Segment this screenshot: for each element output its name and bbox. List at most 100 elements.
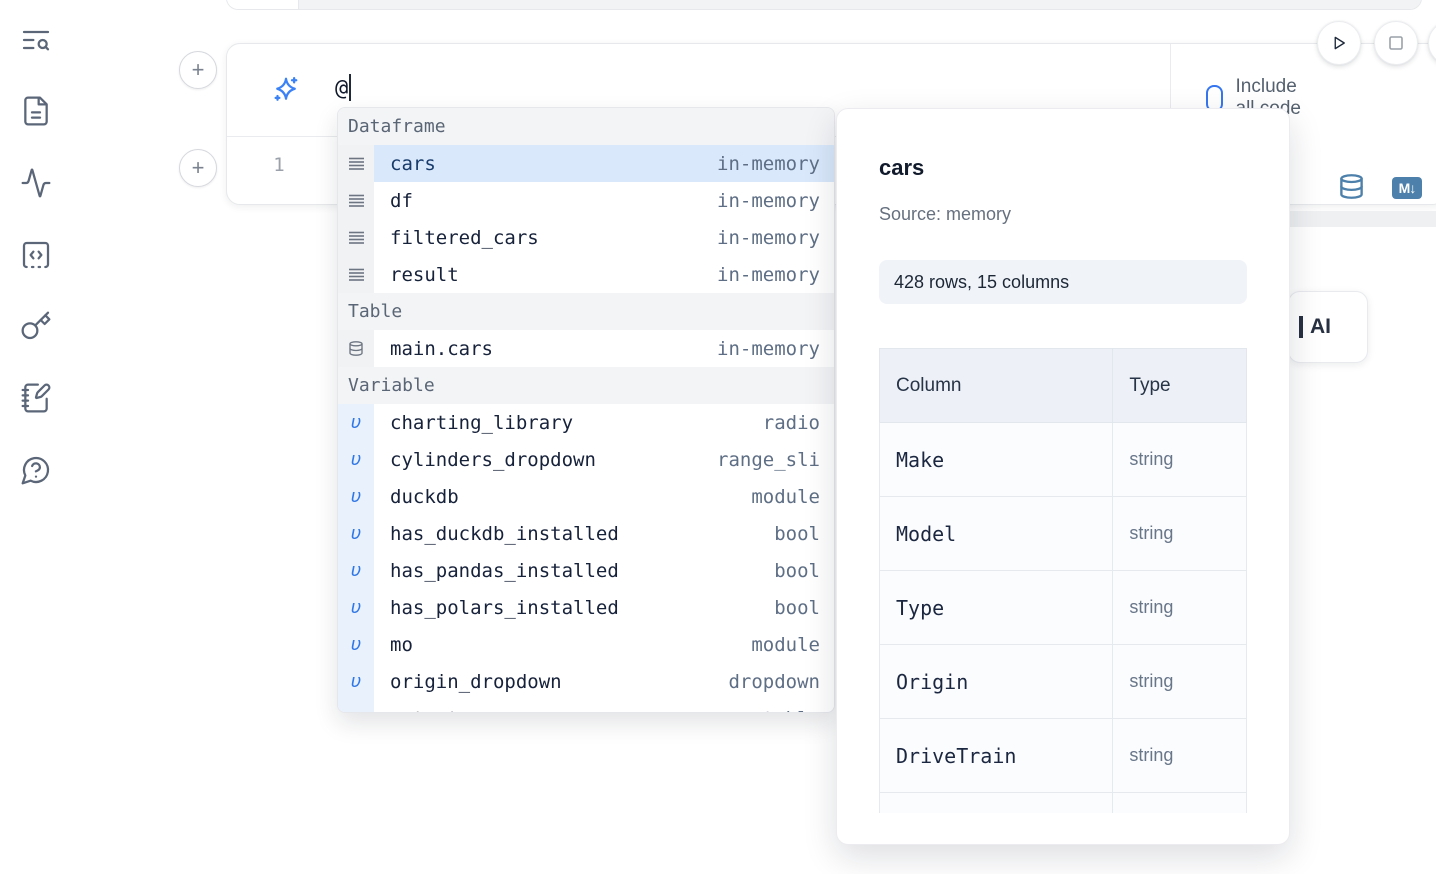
autocomplete-row[interactable]: υ cylinders_dropdown range_sli [338, 441, 834, 478]
preview-table-wrap: Column Type Make string Model string [879, 348, 1248, 813]
column-type: string [1129, 745, 1174, 765]
column-type: string [1129, 523, 1174, 543]
variable-icon: υ [350, 412, 362, 433]
autocomplete-row[interactable]: υ cars in-memory [338, 145, 834, 182]
item-type: in-memory [717, 152, 820, 175]
generate-with-ai-button[interactable]: AI [1288, 291, 1368, 363]
preview-title: cars [879, 155, 925, 180]
file-document-icon[interactable] [20, 95, 52, 127]
variable-icon: υ [350, 671, 362, 692]
datasource-icon[interactable] [1338, 173, 1365, 202]
variable-icon: υ [351, 708, 361, 712]
item-name: df [390, 189, 413, 212]
line-number: 1 [273, 154, 285, 176]
key-icon[interactable] [20, 310, 52, 342]
preview-table-row: Make string [879, 422, 1247, 497]
help-bubble-icon[interactable] [20, 454, 52, 486]
item-type: dropdown [728, 670, 820, 693]
stop-cell-button[interactable] [1374, 21, 1418, 65]
type-header: Type [1112, 348, 1247, 423]
row-gutter: υ [338, 145, 374, 182]
row-gutter: υ [338, 182, 374, 219]
row-gutter: υ [338, 441, 374, 478]
autocomplete-row[interactable]: υ has_duckdb_installed bool [338, 515, 834, 552]
dataframe-icon [348, 268, 364, 281]
column-type: string [1129, 597, 1174, 617]
variable-icon: υ [350, 523, 362, 544]
item-type: radio [762, 411, 820, 434]
clipped-letter [1299, 316, 1303, 338]
autocomplete-row[interactable]: υ has_pandas_installed bool [338, 552, 834, 589]
add-cell-below-button[interactable]: + [179, 149, 217, 187]
autocomplete-row[interactable]: υ origin_dropdown dropdown [338, 663, 834, 700]
row-gutter: υ [338, 700, 374, 712]
autocomplete-row[interactable]: υ df in-memory [338, 182, 834, 219]
autocomplete-dropdown[interactable]: Dataframe υ cars in-memory υ df [337, 107, 835, 713]
prompt-value: @ [335, 76, 349, 101]
item-name: charting_library [390, 411, 574, 434]
ai-prompt-input[interactable]: @ [335, 74, 352, 101]
item-type: module [751, 485, 820, 508]
run-cell-button[interactable] [1317, 21, 1361, 65]
item-name: origin_dropdown [390, 670, 562, 693]
item-type: in-memory [717, 337, 820, 360]
row-gutter: υ [338, 626, 374, 663]
autocomplete-section-header: Variable [338, 367, 834, 404]
list-search-icon[interactable] [20, 24, 52, 56]
preview-shape-badge: 428 rows, 15 columns [879, 260, 1247, 304]
previous-cell-footer [299, 0, 1421, 9]
datasource-preview-panel: cars Source: memory 428 rows, 15 columns… [836, 108, 1290, 845]
item-name: output [374, 708, 459, 713]
item-name: filtered_cars [390, 226, 539, 249]
preview-table-row [879, 792, 1247, 813]
autocomplete-row[interactable]: υ charting_library radio [338, 404, 834, 441]
item-type: in-memory [717, 263, 820, 286]
autocomplete-row[interactable]: υ mo module [338, 626, 834, 663]
item-name: mo [390, 633, 413, 656]
preview-table-row: Type string [879, 570, 1247, 645]
item-type: module [751, 633, 820, 656]
autocomplete-row[interactable]: υ main.cars in-memory [338, 330, 834, 367]
code-snippets-icon[interactable] [20, 239, 52, 271]
row-gutter: υ [338, 515, 374, 552]
stop-icon [1389, 36, 1403, 50]
autocomplete-row[interactable]: υ duckdb module [338, 478, 834, 515]
item-type: bool [774, 522, 820, 545]
dataframe-icon [348, 157, 364, 170]
row-gutter: υ [338, 256, 374, 293]
item-type: table [763, 708, 834, 713]
preview-source: Source: memory [879, 204, 1012, 224]
preview-table: Column Type Make string Model string [879, 348, 1247, 813]
item-name: has_duckdb_installed [390, 522, 619, 545]
item-name: duckdb [390, 485, 459, 508]
markdown-icon[interactable]: M↓ [1392, 177, 1422, 199]
preview-table-row: Model string [879, 496, 1247, 571]
autocomplete-row[interactable]: υ output table [338, 700, 834, 713]
play-icon [1334, 36, 1345, 50]
row-gutter: υ [338, 219, 374, 256]
scratchpad-icon[interactable] [20, 382, 52, 414]
variable-icon: υ [350, 634, 362, 655]
autocomplete-row[interactable]: υ has_polars_installed bool [338, 589, 834, 626]
previous-cell-gutter [227, 0, 299, 9]
variable-icon: υ [350, 449, 362, 470]
add-cell-above-button[interactable]: + [179, 51, 217, 89]
column-header: Column [879, 348, 1114, 423]
column-name: DriveTrain [896, 743, 1017, 768]
variable-icon: υ [350, 486, 362, 507]
variable-icon: υ [350, 597, 362, 618]
autocomplete-row[interactable]: υ result in-memory [338, 256, 834, 293]
row-gutter: υ [338, 404, 374, 441]
activity-icon[interactable] [20, 167, 52, 199]
item-name: has_pandas_installed [390, 559, 619, 582]
divider [1170, 44, 1171, 137]
row-gutter: υ [338, 478, 374, 515]
dataframe-icon [348, 194, 364, 207]
item-name: cars [390, 152, 436, 175]
column-type: string [1129, 671, 1174, 691]
item-name: result [390, 263, 459, 286]
autocomplete-row[interactable]: υ filtered_cars in-memory [338, 219, 834, 256]
variable-icon: υ [350, 560, 362, 581]
column-name: Model [896, 521, 957, 546]
row-gutter: υ [338, 330, 374, 367]
